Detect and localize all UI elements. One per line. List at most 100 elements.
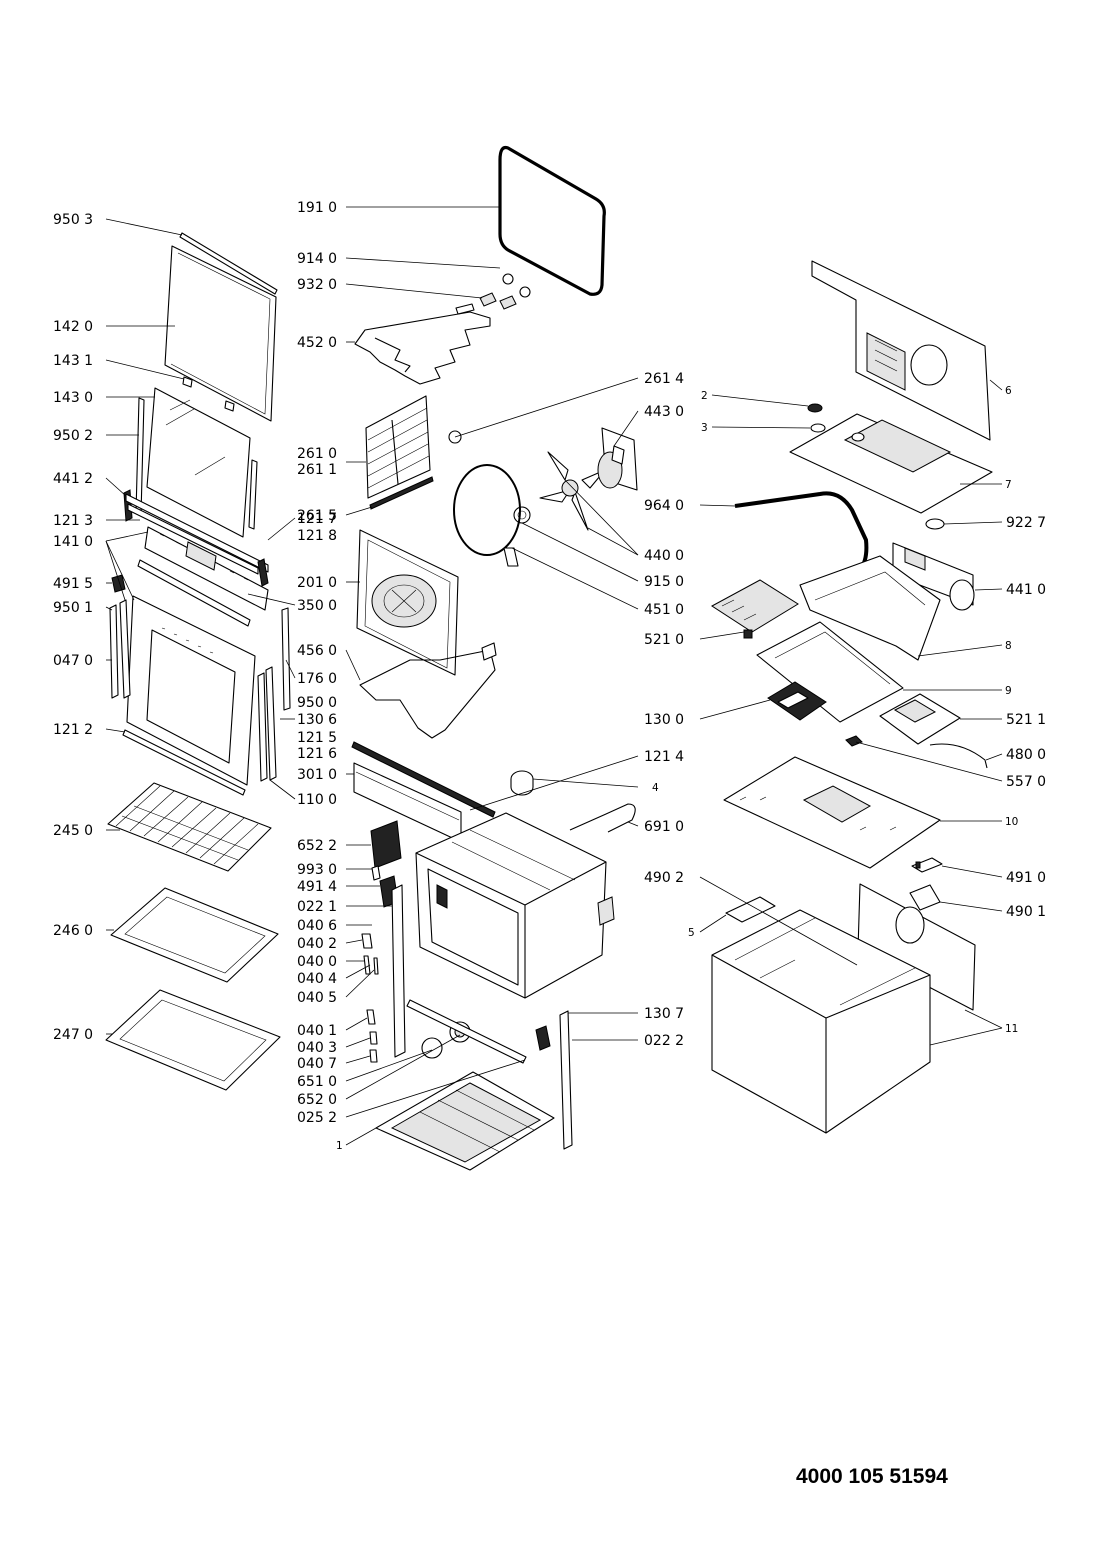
label-950-2: 950 2 (53, 428, 93, 444)
labels-center: 191 0 914 0 932 0 452 0 261 0 261 1 261 … (297, 200, 343, 1152)
label-652-2: 652 2 (297, 838, 337, 854)
label-651-0: 651 0 (297, 1074, 337, 1090)
label-143-0: 143 0 (53, 390, 93, 406)
door-lock-130 (535, 1025, 551, 1051)
label-490-1: 490 1 (1006, 904, 1046, 920)
grill-heating-element (354, 303, 491, 385)
label-245-0: 245 0 (53, 823, 93, 839)
label-047-0: 047 0 (53, 653, 93, 669)
label-456-0: 456 0 (297, 643, 337, 659)
washer-3 (810, 423, 826, 433)
label-022-1: 022 1 (297, 899, 337, 915)
label-491-4: 491 4 (297, 879, 337, 895)
label-040-5: 040 5 (297, 990, 337, 1006)
rear-panel-6 (811, 260, 991, 441)
foam-block-5 (725, 896, 776, 923)
label-121-7-r: 121 7 (297, 511, 337, 527)
wire-480 (929, 743, 988, 769)
wiring-tube-964 (734, 491, 869, 572)
label-301-0: 301 0 (297, 767, 337, 783)
label-040-7: 040 7 (297, 1056, 337, 1072)
label-441-2: 441 2 (53, 471, 93, 487)
top-cover-10 (723, 756, 941, 869)
label-9: 9 (1005, 685, 1012, 697)
label-025-2: 025 2 (297, 1110, 337, 1126)
motor-bracket-691 (569, 803, 636, 833)
side-panel-11a (857, 883, 976, 1011)
label-490-2: 490 2 (644, 870, 684, 886)
connector-490-1 (909, 884, 941, 911)
label-3: 3 (701, 422, 708, 434)
relay-board-521-1 (879, 693, 961, 745)
door-side-profiles (109, 599, 291, 782)
label-141-0: 141 0 (53, 534, 93, 550)
terminal-block-491 (911, 857, 943, 873)
label-480-0: 480 0 (1006, 747, 1046, 763)
label-691-0: 691 0 (644, 819, 684, 835)
labels-right-col: 261 4 443 0 440 0 915 0 451 0 121 4 4 69… (644, 371, 695, 1049)
label-8: 8 (1005, 640, 1012, 652)
baking-tray (110, 887, 279, 983)
label-4: 4 (652, 782, 659, 794)
label-130-6: 130 6 (297, 712, 337, 728)
label-121-3: 121 3 (53, 513, 93, 529)
cooling-fan-441 (892, 542, 975, 611)
door-hinge-rod (391, 884, 406, 1058)
fan-blade (539, 451, 606, 531)
label-521-1: 521 1 (1006, 712, 1046, 728)
label-452-0: 452 0 (297, 335, 337, 351)
label-261-1: 261 1 (297, 462, 337, 478)
circular-heating-element (453, 464, 521, 567)
label-247-0: 247 0 (53, 1027, 93, 1043)
label-040-6: 040 6 (297, 918, 337, 934)
lamp-cap (510, 770, 534, 796)
label-950-1: 950 1 (53, 600, 93, 616)
label-11: 11 (1005, 1023, 1018, 1035)
glass-side-strips (135, 397, 258, 530)
label-261-0: 261 0 (297, 446, 337, 462)
oven-bottom-heater-tray (375, 1071, 555, 1171)
label-040-4: 040 4 (297, 971, 337, 987)
label-440-0: 440 0 (644, 548, 684, 564)
label-491-0: 491 0 (1006, 870, 1046, 886)
label-451-0: 451 0 (644, 602, 684, 618)
side-rack-runners (365, 395, 431, 499)
label-040-1: 040 1 (297, 1023, 337, 1039)
control-board-521 (711, 579, 799, 639)
label-201-0-r: 201 0 (297, 575, 337, 591)
label-110-0: 110 0 (297, 792, 337, 808)
label-040-3: 040 3 (297, 1040, 337, 1056)
label-246-0: 246 0 (53, 923, 93, 939)
label-130-0: 130 0 (644, 712, 684, 728)
label-443-0: 443 0 (644, 404, 684, 420)
label-350-0: 350 0 (297, 598, 337, 614)
glass-clips (182, 376, 235, 412)
fan-washer (513, 506, 531, 524)
fan-cover-plate (356, 529, 459, 676)
label-7: 7 (1005, 479, 1012, 491)
thermal-fuse-557 (845, 735, 863, 747)
label-121-5: 121 5 (297, 730, 337, 746)
label-121-2: 121 2 (53, 722, 93, 738)
door-support-rod (351, 741, 496, 818)
outer-door-glass (164, 245, 277, 422)
label-6: 6 (1005, 385, 1012, 397)
label-964-0: 964 0 (644, 498, 684, 514)
label-932-0: 932 0 (297, 277, 337, 293)
enamel-tray (105, 989, 281, 1091)
label-142-0: 142 0 (53, 319, 93, 335)
label-922-7: 922 7 (1006, 515, 1046, 531)
label-1: 1 (336, 1140, 343, 1152)
door-gasket (498, 145, 606, 296)
label-950-0: 950 0 (297, 695, 337, 711)
label-191-0: 191 0 (297, 200, 337, 216)
label-491-5: 491 5 (53, 576, 93, 592)
label-130-7: 130 7 (644, 1006, 684, 1022)
washer-922 (925, 518, 945, 530)
label-040-0: 040 0 (297, 954, 337, 970)
control-panel-frame (137, 526, 269, 627)
label-2: 2 (701, 390, 708, 402)
air-duct-8 (799, 555, 941, 661)
side-rail-022 (559, 1010, 573, 1150)
